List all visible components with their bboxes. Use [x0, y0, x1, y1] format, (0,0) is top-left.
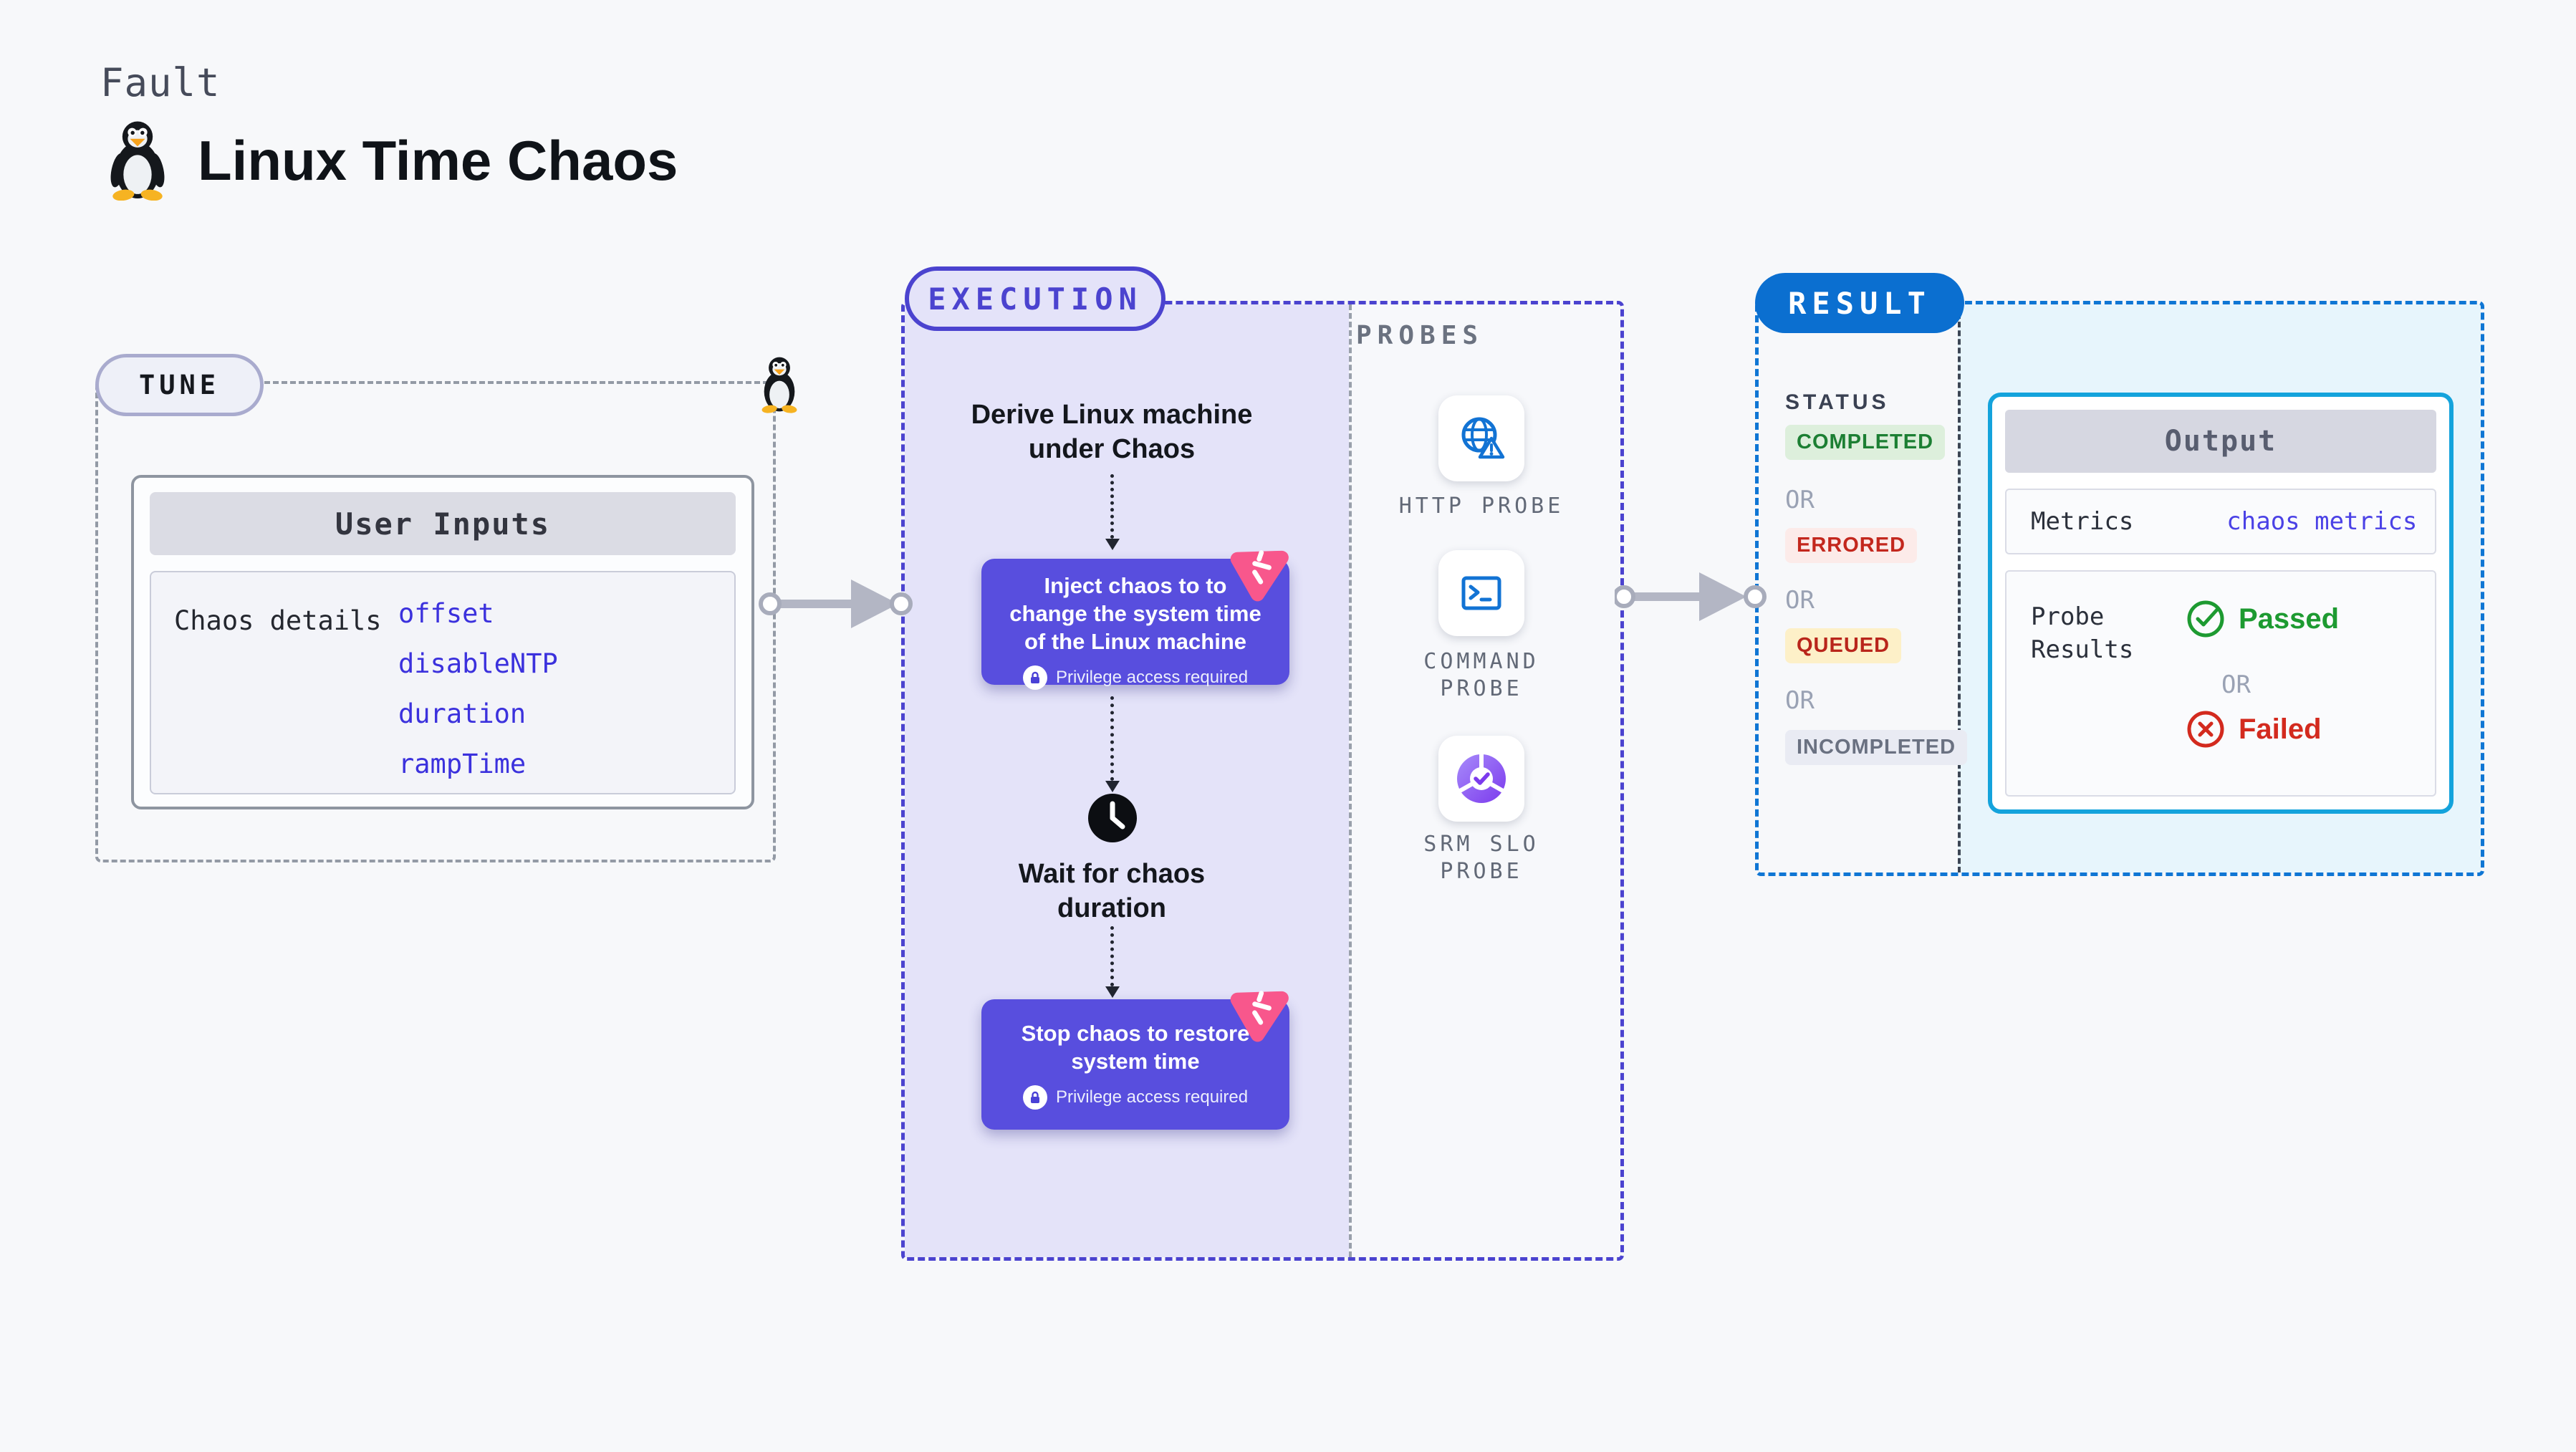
privilege-label: Privilege access required [1055, 668, 1249, 687]
chaos-hub-icon-2 [1230, 991, 1289, 1042]
srm-slo-probe-icon [1457, 754, 1506, 803]
chaos-hub-icon [1230, 550, 1289, 602]
execution-to-result-arrow [1615, 572, 1767, 621]
flow-arrowhead-3 [1105, 986, 1120, 998]
command-probe-card [1438, 550, 1524, 636]
http-probe-label: HTTP PROBE [1398, 494, 1565, 519]
failed-result: Failed [2186, 709, 2322, 749]
srm-slo-probe-card [1438, 736, 1524, 822]
status-incompleted-badge: INCOMPLETED [1785, 730, 1968, 765]
passed-result: Passed [2186, 599, 2339, 639]
fault-kicker: Fault [100, 60, 221, 105]
chaos-details-values: offset disableNTP duration rampTime [398, 598, 558, 779]
passed-check-icon [2187, 600, 2224, 638]
lock-icon-2 [1022, 1085, 1047, 1110]
status-or-3: OR [1785, 686, 1815, 715]
metrics-value: chaos metrics [2226, 507, 2418, 536]
tune-badge: TUNE [95, 354, 264, 416]
user-inputs-title: User Inputs [150, 492, 736, 555]
privilege-row-2: Privilege access required [981, 1085, 1289, 1110]
status-or-2: OR [1785, 586, 1815, 615]
probe-results-row: Probe Results Passed OR Failed [2005, 570, 2436, 797]
lock-icon [1022, 665, 1047, 690]
value-ramptime: rampTime [398, 749, 527, 779]
http-probe-icon [1461, 417, 1505, 459]
wait-step-text: Wait for chaos duration [1018, 859, 1206, 923]
tux-penguin-icon [110, 121, 165, 201]
tux-penguin-small-icon [761, 357, 797, 413]
result-badge: RESULT [1755, 273, 1964, 333]
user-inputs-card: User Inputs Chaos details offset disable… [131, 475, 754, 809]
metrics-label: Metrics [2031, 507, 2134, 536]
stop-chaos-text: Stop chaos to restore system time [1021, 1021, 1250, 1074]
tune-to-execution-arrow [759, 580, 913, 628]
status-queued-badge: QUEUED [1785, 628, 1902, 663]
value-offset: offset [398, 598, 494, 629]
flow-arrowhead-2 [1105, 781, 1120, 792]
status-errored-badge: ERRORED [1785, 528, 1918, 563]
derive-step-text: Derive Linux machine under Chaos [971, 400, 1253, 464]
metrics-row: Metrics chaos metrics [2005, 489, 2436, 554]
flow-connector-2 [1110, 696, 1114, 781]
failed-label: Failed [2239, 713, 2322, 745]
execution-badge: EXECUTION [905, 266, 1166, 331]
page-header: Linux Time Chaos [105, 120, 678, 201]
user-inputs-body: Chaos details offset disableNTP duration… [150, 571, 736, 794]
http-probe-card [1438, 395, 1524, 481]
privilege-row: Privilege access required [981, 665, 1289, 690]
status-completed-badge: COMPLETED [1785, 425, 1946, 460]
status-heading: STATUS [1785, 390, 1890, 414]
stop-chaos-step: Stop chaos to restore system time Privil… [981, 999, 1289, 1130]
value-duration: duration [398, 698, 527, 729]
privilege-label-2: Privilege access required [1055, 1087, 1249, 1107]
failed-x-icon [2187, 711, 2224, 748]
flow-connector-1 [1110, 474, 1114, 539]
command-probe-label: COMMAND PROBE [1423, 649, 1539, 701]
output-card: Output Metrics chaos metrics Probe Resul… [1988, 393, 2454, 814]
output-title: Output [2005, 410, 2436, 473]
probe-results-label: Probe Results [2031, 602, 2134, 664]
page-title: Linux Time Chaos [198, 128, 678, 192]
tune-section [95, 381, 776, 862]
srm-slo-probe-label: SRM SLO PROBE [1423, 832, 1539, 884]
probes-title: PROBES [1356, 321, 1484, 350]
output-or: OR [2221, 670, 2251, 699]
inject-chaos-step: Inject chaos to to change the system tim… [981, 559, 1289, 690]
passed-label: Passed [2239, 602, 2340, 635]
clock-icon [1088, 794, 1137, 842]
value-disablentp: disableNTP [398, 648, 558, 679]
flow-arrowhead-1 [1105, 539, 1120, 550]
status-or-1: OR [1785, 486, 1815, 514]
flow-connector-3 [1110, 926, 1114, 986]
chaos-details-label: Chaos details [174, 605, 382, 636]
inject-chaos-text: Inject chaos to to change the system tim… [1009, 573, 1261, 654]
command-probe-icon [1461, 576, 1501, 610]
